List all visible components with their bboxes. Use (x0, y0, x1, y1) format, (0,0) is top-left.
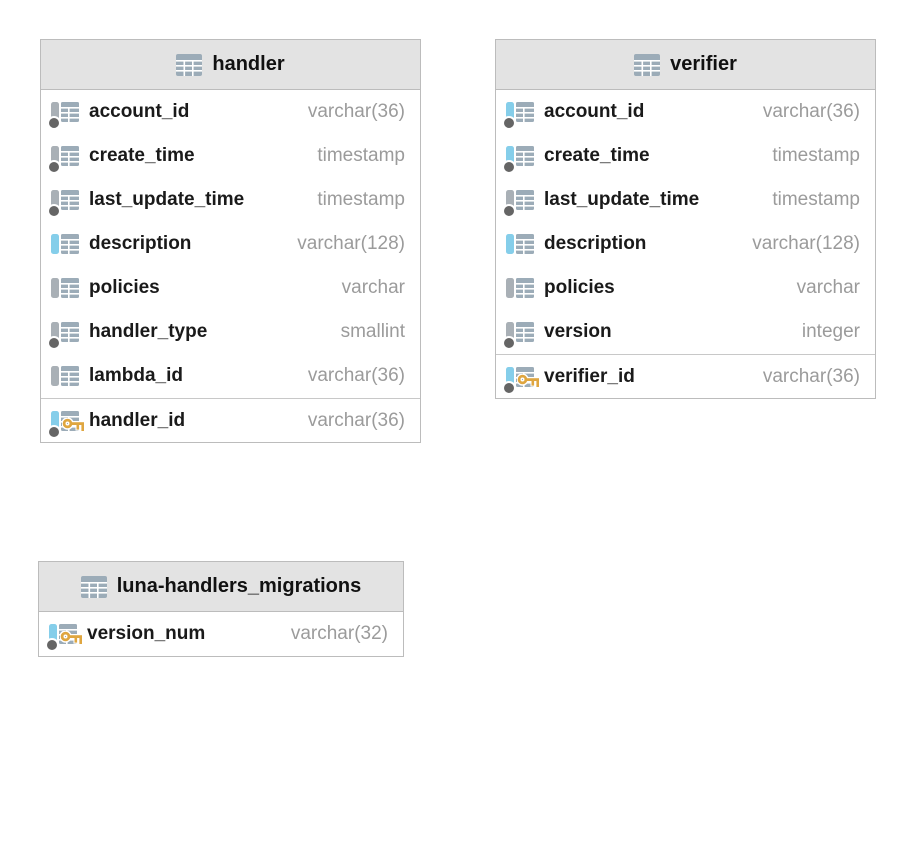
table-header[interactable]: luna-handlers_migrations (39, 562, 403, 612)
table-header[interactable]: verifier (496, 40, 875, 90)
column-name: policies (544, 277, 615, 298)
table-header[interactable]: handler (41, 40, 420, 90)
not-null-dot-icon (504, 162, 514, 172)
column-icon (51, 232, 79, 256)
not-null-dot-icon (49, 206, 59, 216)
column-name: last_update_time (544, 189, 700, 210)
column-icon (49, 320, 79, 348)
table-icon (634, 53, 661, 76)
table-icon (176, 53, 203, 76)
column-icon (49, 100, 79, 128)
column-row[interactable]: description varchar(128) (496, 222, 875, 266)
column-row[interactable]: account_id varchar(36) (496, 90, 875, 134)
primary-key-icon (504, 365, 540, 393)
table-node-luna-handlers-migrations[interactable]: luna-handlers_migrations version_num varch… (38, 561, 404, 657)
column-name: policies (89, 277, 160, 298)
column-icon (51, 364, 79, 388)
column-name: account_id (544, 101, 645, 122)
column-name: create_time (544, 145, 650, 166)
column-name: lambda_id (89, 365, 183, 386)
not-null-dot-icon (49, 338, 59, 348)
column-row[interactable]: policies varchar (496, 266, 875, 310)
not-null-dot-icon (504, 206, 514, 216)
column-name: description (544, 233, 647, 254)
primary-key-icon (49, 409, 85, 437)
column-name: version (544, 321, 612, 342)
column-row[interactable]: last_update_time timestamp (41, 178, 420, 222)
not-null-dot-icon (49, 426, 59, 437)
column-type: varchar(36) (307, 101, 405, 122)
column-row[interactable]: policies varchar (41, 266, 420, 310)
column-row[interactable]: handler_id varchar(36) (41, 398, 420, 442)
column-name: handler_type (89, 321, 208, 342)
column-type: varchar(36) (762, 101, 860, 122)
column-icon (51, 276, 79, 300)
column-type: varchar(36) (307, 365, 405, 386)
table-title: verifier (670, 53, 737, 75)
column-row[interactable]: lambda_id varchar(36) (41, 354, 420, 398)
column-type: timestamp (317, 145, 405, 166)
not-null-dot-icon (47, 640, 57, 650)
column-name: description (89, 233, 192, 254)
column-row[interactable]: last_update_time timestamp (496, 178, 875, 222)
column-type: smallint (340, 321, 405, 342)
not-null-dot-icon (49, 162, 59, 172)
column-row[interactable]: verifier_id varchar(36) (496, 354, 875, 398)
column-icon (49, 144, 79, 172)
column-row[interactable]: handler_type smallint (41, 310, 420, 354)
primary-key-icon (47, 622, 83, 650)
column-type: varchar (796, 277, 860, 298)
column-name: verifier_id (544, 365, 635, 387)
column-name: handler_id (89, 409, 186, 431)
column-type: timestamp (772, 145, 860, 166)
column-row[interactable]: account_id varchar(36) (41, 90, 420, 134)
column-row[interactable]: version_num varchar(32) (39, 612, 403, 656)
table-node-verifier[interactable]: verifier account_id varchar(36) create_time… (495, 39, 876, 399)
column-icon (504, 188, 534, 216)
column-row[interactable]: version integer (496, 310, 875, 354)
column-icon (504, 100, 534, 128)
column-type: varchar(32) (290, 623, 388, 644)
column-type: varchar(36) (307, 409, 405, 431)
column-name: create_time (89, 145, 195, 166)
column-icon (506, 276, 534, 300)
column-name: version_num (87, 623, 206, 644)
not-null-dot-icon (504, 118, 514, 128)
column-name: account_id (89, 101, 190, 122)
column-row[interactable]: create_time timestamp (496, 134, 875, 178)
column-list: version_num varchar(32) (39, 612, 403, 656)
column-type: varchar (341, 277, 405, 298)
column-type: varchar(128) (752, 233, 860, 254)
column-icon (504, 320, 534, 348)
column-type: timestamp (317, 189, 405, 210)
table-title: handler (212, 53, 285, 75)
column-row[interactable]: description varchar(128) (41, 222, 420, 266)
column-list: account_id varchar(36) create_time timestam… (496, 90, 875, 398)
column-type: integer (801, 321, 860, 342)
column-icon (49, 188, 79, 216)
column-name: last_update_time (89, 189, 245, 210)
column-row[interactable]: create_time timestamp (41, 134, 420, 178)
not-null-dot-icon (49, 118, 59, 128)
column-type: timestamp (772, 189, 860, 210)
column-type: varchar(36) (762, 365, 860, 387)
not-null-dot-icon (504, 338, 514, 348)
not-null-dot-icon (504, 382, 514, 393)
column-list: account_id varchar(36) create_time timestam… (41, 90, 420, 442)
column-type: varchar(128) (297, 233, 405, 254)
table-title: luna-handlers_migrations (116, 575, 362, 597)
column-icon (504, 144, 534, 172)
column-icon (506, 232, 534, 256)
table-icon (80, 575, 107, 598)
